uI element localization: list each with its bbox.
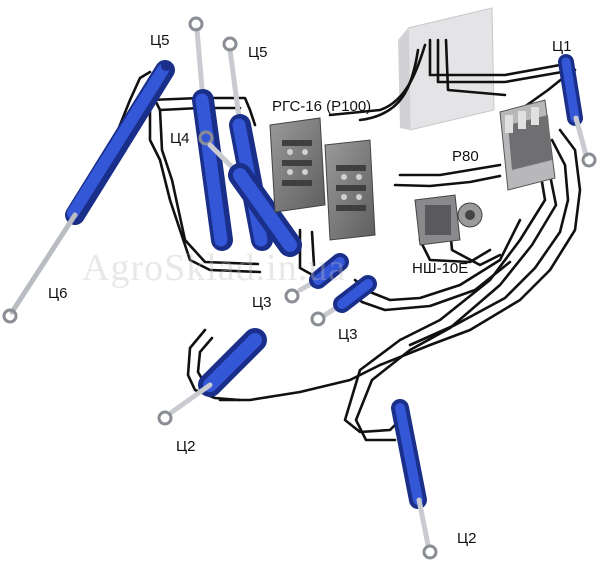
- valve-p80: [499, 99, 556, 191]
- label-pump-nsh-10e: НШ-10Е: [412, 260, 469, 277]
- oil-tank: [398, 7, 495, 131]
- label-c1: Ц1: [552, 38, 572, 55]
- cylinder-c3-bottom: [310, 275, 377, 327]
- label-c5-left: Ц5: [150, 32, 170, 49]
- cylinder-c6: [2, 60, 175, 324]
- valve-rgs-16: [269, 117, 376, 241]
- label-rgs-16: РГС-16 (Р100): [272, 98, 372, 115]
- label-c3-bottom: Ц3: [338, 326, 358, 343]
- watermark: AgroSklad.in.ua: [82, 247, 347, 289]
- cylinder-c4: [198, 130, 302, 257]
- label-c6: Ц6: [48, 285, 68, 302]
- cylinder-c1: [558, 54, 597, 168]
- label-c2-left: Ц2: [176, 438, 196, 455]
- label-p80: Р80: [452, 148, 479, 165]
- pump-nsh-10e: [414, 194, 483, 246]
- label-c3-top: Ц3: [252, 294, 272, 311]
- cylinder-c5-left: [188, 16, 233, 251]
- cylinder-c2-left: [157, 328, 267, 426]
- cylinder-c2-bottom: [391, 399, 438, 560]
- label-c2-bottom: Ц2: [457, 530, 477, 547]
- label-c4: Ц4: [170, 130, 190, 147]
- label-c5-right: Ц5: [248, 44, 268, 61]
- cylinder-c3-top: [284, 253, 349, 304]
